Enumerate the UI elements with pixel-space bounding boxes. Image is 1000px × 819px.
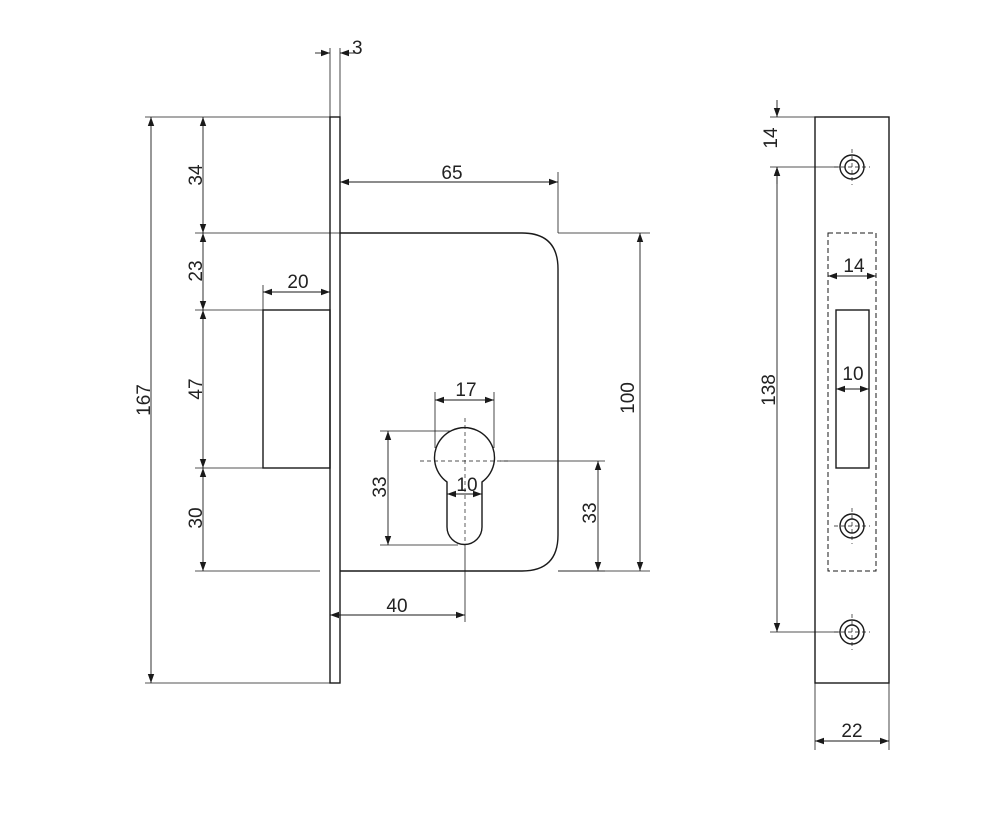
cylinder-cutout [433,426,496,546]
dim-bolt-throw: 20 [287,272,308,293]
dim-strike-width: 22 [841,721,862,742]
lock-case [340,232,559,572]
screw-hole-top [834,149,870,185]
deadbolt [262,309,331,469]
strike-plate [814,116,890,684]
dim-cylinder-height: 33 [370,476,391,497]
screw-hole-middle [834,508,870,544]
strike-box-outline [827,232,877,572]
lock-body-view [262,116,559,684]
dimension-lines [147,49,644,683]
dim-bolt-to-bottom: 30 [186,507,207,528]
dim-total-height: 167 [134,384,155,416]
dim-strike-screw-offset: 14 [761,127,782,149]
dim-bolt-height: 47 [186,378,207,399]
dim-cylinder-slot: 10 [456,475,477,496]
strike-plate-view [770,100,890,750]
dim-cylinder-center: 33 [580,502,601,523]
faceplate [329,116,341,684]
dim-cylinder-width: 17 [455,380,476,401]
dim-top-to-case: 34 [186,164,207,186]
extension-lines [145,48,650,684]
dim-case-height: 100 [618,382,639,414]
dim-case-depth: 65 [441,163,462,184]
dim-faceplate-thickness: 3 [352,38,363,59]
dimension-labels: 3 167 34 23 47 30 20 65 100 17 33 10 33 … [134,38,865,742]
dim-backset: 40 [386,596,407,617]
dim-strike-opening-width: 14 [843,256,865,277]
dim-strike-screw-spacing: 138 [759,374,780,406]
dim-strike-hole-width: 10 [842,364,863,385]
dim-case-to-bolt: 23 [186,260,207,281]
